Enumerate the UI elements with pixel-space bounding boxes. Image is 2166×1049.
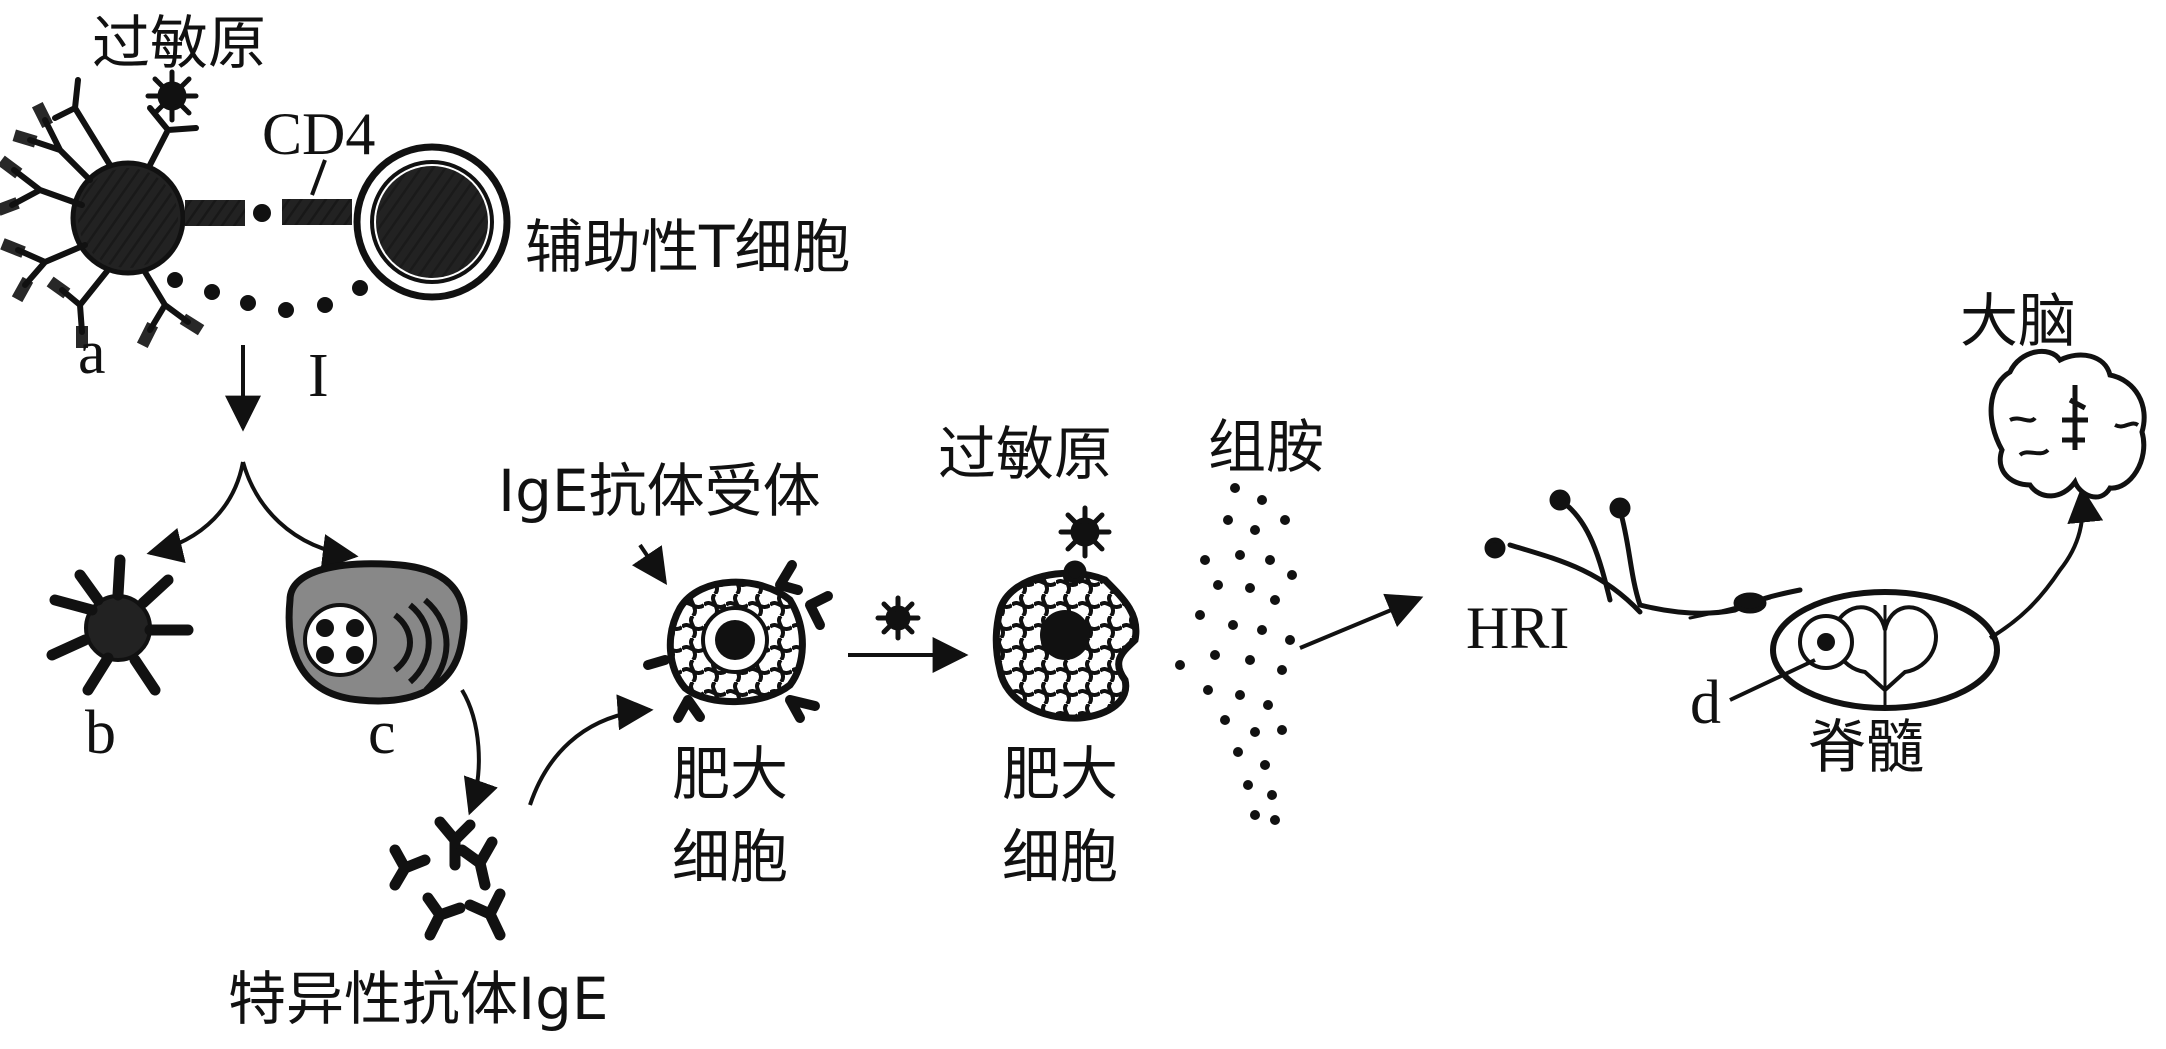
histamine-dots	[1175, 483, 1297, 825]
label-allergen-mid: 过敏原	[938, 420, 1113, 488]
label-c: c	[368, 699, 396, 767]
mast-cell-1	[631, 543, 833, 723]
label-d: d	[1690, 669, 1721, 737]
arrow-c-to-ige	[460, 688, 498, 816]
arrow-a-down	[146, 345, 359, 570]
label-cd4: CD4	[262, 101, 376, 167]
label-allergen-top: 过敏原	[92, 9, 267, 77]
label-mast-cell-2-line1: 肥大	[1002, 740, 1119, 808]
arrow-spinal-to-brain	[1988, 486, 2104, 640]
label-mast-cell-1-line2: 细胞	[672, 823, 789, 891]
label-spinal-cord: 脊髓	[1808, 713, 1925, 781]
label-a: a	[78, 319, 106, 387]
label-I: I	[308, 342, 329, 410]
pointer-d	[1729, 658, 1816, 702]
arrow-histamine-to-hri	[1299, 593, 1424, 650]
allergen-free	[875, 595, 921, 641]
antigen-presenting-cell-a	[0, 69, 368, 349]
label-hri: HRI	[1466, 595, 1570, 661]
mast-cell-2	[992, 505, 1140, 722]
label-histamine: 组胺	[1208, 413, 1325, 481]
cell-b	[46, 554, 194, 696]
cell-c	[285, 560, 468, 705]
spinal-cord	[1770, 589, 2000, 711]
label-mast-cell-1-line1: 肥大	[672, 740, 789, 808]
specific-ige-antibodies	[389, 816, 506, 941]
label-specific-ige: 特异性抗体IgE	[228, 965, 609, 1033]
label-mast-cell-2-line2: 细胞	[1002, 823, 1119, 891]
arrow-to-receptor	[631, 543, 668, 585]
brain	[1988, 349, 2147, 500]
sensory-neuron	[1484, 489, 1803, 620]
label-b: b	[85, 699, 116, 767]
label-brain: 大脑	[1960, 287, 2077, 355]
helper-t-cell	[353, 143, 511, 301]
label-helper-t-cell: 辅助性T细胞	[525, 213, 851, 281]
arrow-ige-to-mast-cell	[528, 694, 654, 806]
label-ige-receptor: IgE抗体受体	[498, 457, 821, 525]
